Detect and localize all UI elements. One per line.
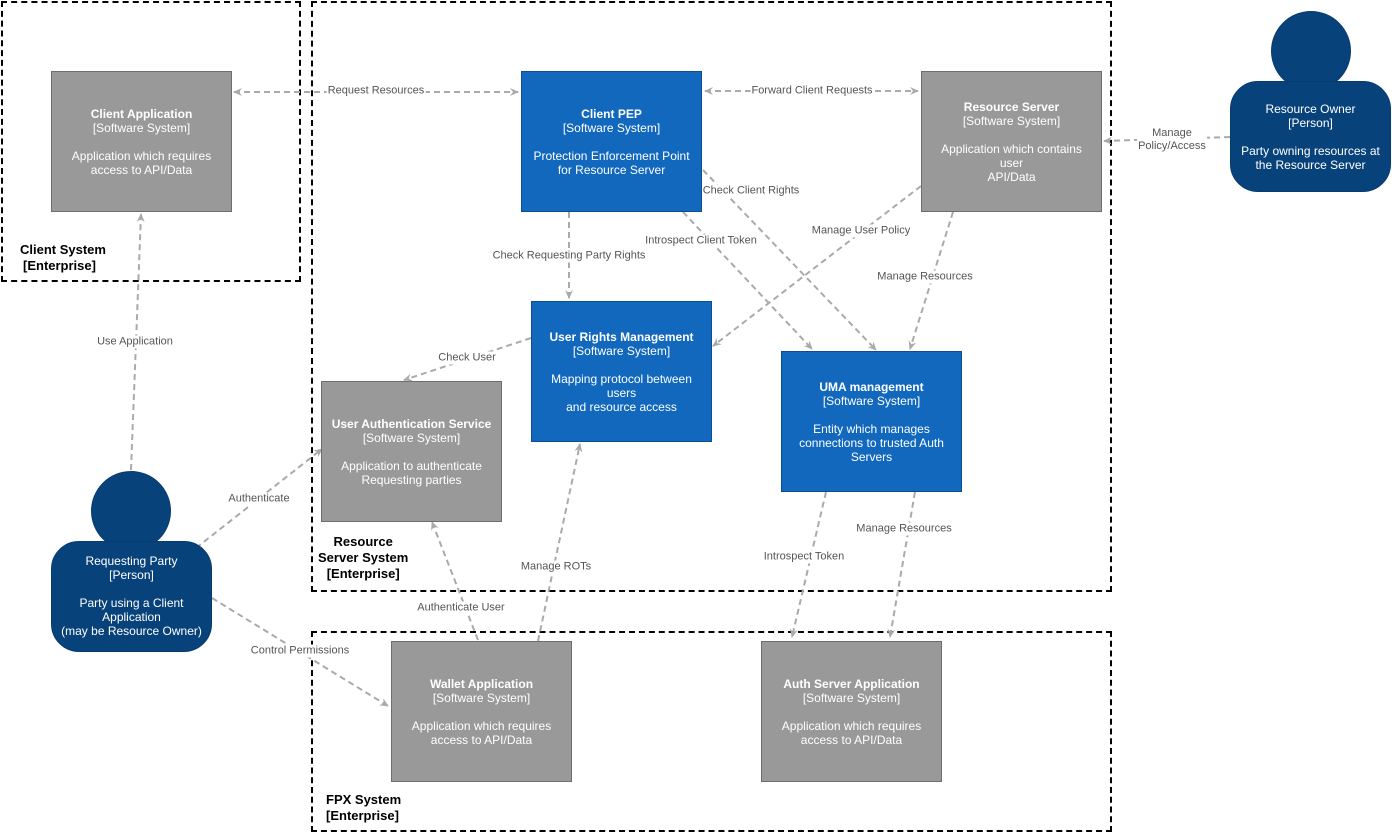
auth-server-type: [Software System] [802,690,901,705]
wallet-title: Wallet Application [429,676,534,691]
client-application-title: Client Application [90,106,193,121]
user-rights-desc-2: and resource access [566,399,677,414]
user-rights-management-box[interactable]: User Rights Management [Software System]… [531,301,712,442]
client-system-name: Client System [20,242,106,257]
resource-server-system-label: Resource Server System [Enterprise] [318,534,408,582]
fpx-system-name: FPX System [326,792,402,807]
resource-server-system-boundary [311,1,1112,592]
resource-server-type: [Software System] [962,113,1061,128]
label-authenticate: Authenticate [227,492,291,506]
resource-server-desc-2: API/Data [987,169,1036,184]
resource-system-type: [Enterprise] [326,566,400,581]
edge-authenticate-user [431,521,479,641]
requesting-party-type: [Person] [109,568,154,582]
client-application-box[interactable]: Client Application [Software System] App… [51,71,232,212]
client-application-desc-1: Application which requires [71,148,212,163]
label-authenticate-user: Authenticate User [416,601,506,615]
uma-desc-3: Servers [850,449,893,464]
resource-owner-body: Resource Owner [Person] Party owning res… [1230,81,1391,192]
resource-server-box[interactable]: Resource Server [Software System] Applic… [921,71,1102,212]
fpx-system-type: [Enterprise] [326,808,399,823]
label-check-client-rights: Check Client Rights [701,184,801,198]
label-manage-policy-access: Manage Policy/Access [1137,127,1207,153]
label-manage-resources-1: Manage Resources [876,270,974,284]
label-check-user: Check User [437,351,497,365]
fpx-system-boundary [311,631,1112,832]
user-auth-desc-2: Requesting parties [361,472,462,487]
resource-owner-desc-2: the Resource Server [1255,158,1366,172]
user-auth-title: User Authentication Service [331,416,492,431]
uma-management-box[interactable]: UMA management [Software System] Entity … [781,351,962,492]
wallet-type: [Software System] [432,690,531,705]
fpx-system-label: FPX System [Enterprise] [326,792,401,824]
label-manage-policy-line2: Policy/Access [1138,140,1206,152]
resource-owner-type: [Person] [1288,116,1333,130]
label-manage-resources-2: Manage Resources [855,522,953,536]
client-application-type: [Software System] [92,120,191,135]
label-check-requesting-party-rights: Check Requesting Party Rights [491,249,647,263]
resource-owner-desc-1: Party owning resources at [1241,144,1380,158]
requesting-party-desc-1: Party using a Client [79,596,184,610]
edge-manage-resources-2 [887,491,916,638]
client-system-label: Client System [Enterprise] [20,242,106,274]
edge-check-user [403,337,532,382]
label-request-resources: Request Resources [326,84,426,98]
auth-server-application-box[interactable]: Auth Server Application [Software System… [761,641,942,782]
user-authentication-service-box[interactable]: User Authentication Service [Software Sy… [321,381,502,522]
client-pep-box[interactable]: Client PEP [Software System] Protection … [521,71,702,212]
uma-desc-2: connections to trusted Auth [799,435,944,450]
label-manage-policy-line1: Manage [1152,127,1192,139]
resource-system-name-1: Resource [333,534,393,549]
label-control-permissions: Control Permissions [249,644,351,658]
auth-server-desc-1: Application which requires [781,718,922,733]
requesting-party-desc-2: Application [102,610,161,624]
requesting-party-person[interactable]: Requesting Party [Person] Party using a … [51,471,212,652]
resource-owner-person[interactable]: Resource Owner [Person] Party owning res… [1230,11,1391,192]
user-auth-type: [Software System] [362,430,461,445]
client-system-boundary [1,1,301,282]
requesting-party-desc-3: (may be Resource Owner) [61,624,202,638]
edge-manage-user-policy [712,185,922,347]
requesting-party-title: Requesting Party [85,554,178,568]
resource-server-title: Resource Server [963,99,1060,114]
requesting-party-body: Requesting Party [Person] Party using a … [51,541,212,652]
edge-introspect-token [789,491,827,638]
resource-system-name-2: Server System [318,550,409,565]
user-auth-desc-1: Application to authenticate [341,458,482,473]
client-application-desc-2: access to API/Data [90,162,193,177]
requesting-party-head-icon [91,471,171,551]
resource-owner-title: Resource Owner [1265,102,1356,116]
label-introspect-token: Introspect Token [762,550,846,564]
uma-desc-1: Entity which manages [813,421,930,436]
client-pep-type: [Software System] [562,120,661,135]
uma-type: [Software System] [822,393,921,408]
label-forward-client-requests: Forward Client Requests [750,84,874,98]
user-rights-type: [Software System] [572,343,671,358]
client-pep-title: Client PEP [581,106,642,121]
edge-manage-rots [537,443,583,642]
label-use-application: Use Application [96,335,174,349]
auth-server-title: Auth Server Application [783,676,920,691]
user-rights-title: User Rights Management [549,329,694,344]
uma-title: UMA management [819,379,924,394]
label-manage-rots: Manage ROTs [519,560,593,574]
label-manage-user-policy: Manage User Policy [810,224,912,238]
wallet-desc-2: access to API/Data [430,732,533,747]
wallet-application-box[interactable]: Wallet Application [Software System] App… [391,641,572,782]
auth-server-desc-2: access to API/Data [800,732,903,747]
client-system-type: [Enterprise] [23,258,96,273]
edge-use-application [130,213,145,471]
label-introspect-client-token: Introspect Client Token [644,234,758,248]
user-rights-desc-1: Mapping protocol between users [551,371,692,400]
resource-server-desc-1: Application which contains user [941,141,1082,170]
resource-owner-head-icon [1271,11,1351,91]
edge-check-client-rights [702,169,877,351]
client-pep-desc-2: for Resource Server [557,162,666,177]
client-pep-desc-1: Protection Enforcement Point [533,148,690,163]
wallet-desc-1: Application which requires [411,718,552,733]
